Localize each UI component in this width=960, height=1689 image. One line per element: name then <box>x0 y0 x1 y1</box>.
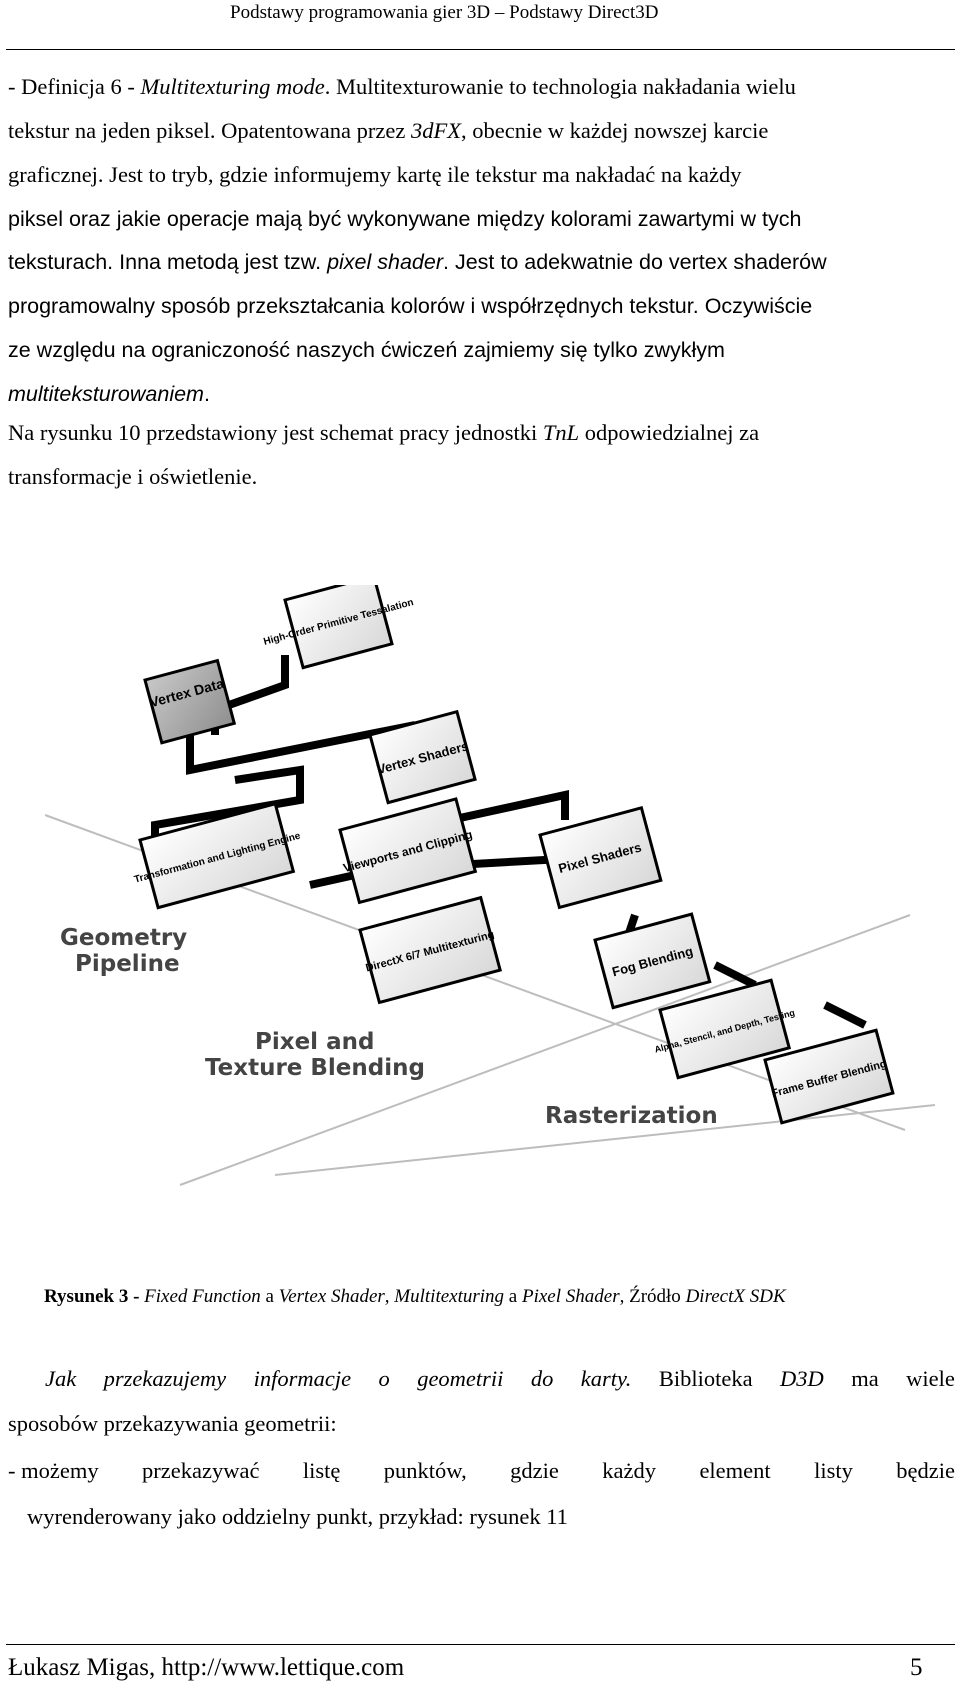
footer-divider <box>6 1644 955 1645</box>
section-label: Pixel and <box>255 1029 374 1055</box>
section-label: Geometry <box>60 925 187 951</box>
page-number: 5 <box>910 1654 923 1681</box>
para1-line7: ze względu na ograniczoność naszych ćwic… <box>8 338 725 362</box>
section-label: Pipeline <box>75 951 180 977</box>
para1-line2: tekstur na jeden piksel. Opatentowana pr… <box>8 118 769 143</box>
box-fog-blending: Fog Blending <box>593 912 712 1010</box>
para1-line1: - Definicja 6 - Multitexturing mode. Mul… <box>8 74 796 99</box>
header-divider <box>6 49 955 50</box>
header-title: Podstawy programowania gier 3D – Podstaw… <box>230 2 659 23</box>
connector <box>151 765 304 845</box>
box-vertex-shaders: Vertex Shaders <box>368 709 477 805</box>
box-viewports: Viewports and Clipping <box>338 797 478 905</box>
para4-line1: - możemy przekazywać listę punktów, gdzi… <box>8 1458 955 1483</box>
box-alpha-stencil: Alpha, Stencil, and Depth, Testing <box>653 978 796 1080</box>
para1-line8: multiteksturowaniem. <box>8 382 210 406</box>
para2-line2: transformacje i oświetlenie. <box>8 464 258 489</box>
connector <box>713 961 757 989</box>
para2-line1: Na rysunku 10 przedstawiony jest schemat… <box>8 420 760 445</box>
para1-line6: programowalny sposób przekształcania kol… <box>8 294 813 318</box>
box-transformation: Transformation and Lighting Engine <box>133 801 302 910</box>
section-label: Texture Blending <box>205 1055 425 1081</box>
page-header: Podstawy programowania gier 3D – Podstaw… <box>0 0 960 50</box>
para1-line4: piksel oraz jakie operacje mają być wyko… <box>8 207 802 231</box>
connector <box>186 721 416 775</box>
tnl-pipeline-diagram: Vertex Data High-Order Primitive Tessala… <box>45 585 936 1186</box>
para3-line1: Jak przekazujemy informacje o geometrii … <box>45 1366 955 1391</box>
connector <box>309 871 356 889</box>
footer-author: Łukasz Migas, http://www.lettique.com <box>8 1654 405 1681</box>
guide-line <box>179 914 911 1186</box>
section-label: Rasterization <box>545 1103 718 1129</box>
connector <box>823 1001 867 1029</box>
box-directx-multitexturing: DirectX 6/7 Multitexturing <box>358 895 502 1005</box>
para1-line3: graficznej. Jest to tryb, gdzie informuj… <box>8 162 742 187</box>
box-frame-buffer: Frame Buffer Blending <box>763 1028 895 1125</box>
guide-line <box>274 1104 936 1176</box>
box-high-order: High-Order Primitive Tessalation <box>262 585 415 670</box>
figure-caption: Rysunek 3 - Fixed Function a Vertex Shad… <box>44 1286 786 1307</box>
para1-line5: teksturach. Inna metodą jest tzw. pixel … <box>8 250 827 274</box>
para4-line2: wyrenderowany jako oddzielny punkt, przy… <box>27 1504 568 1529</box>
box-pixel-shaders: Pixel Shaders <box>538 805 663 910</box>
para3-line2: sposobów przekazywania geometrii: <box>8 1411 337 1436</box>
box-vertex-data: Vertex Data <box>143 658 237 745</box>
